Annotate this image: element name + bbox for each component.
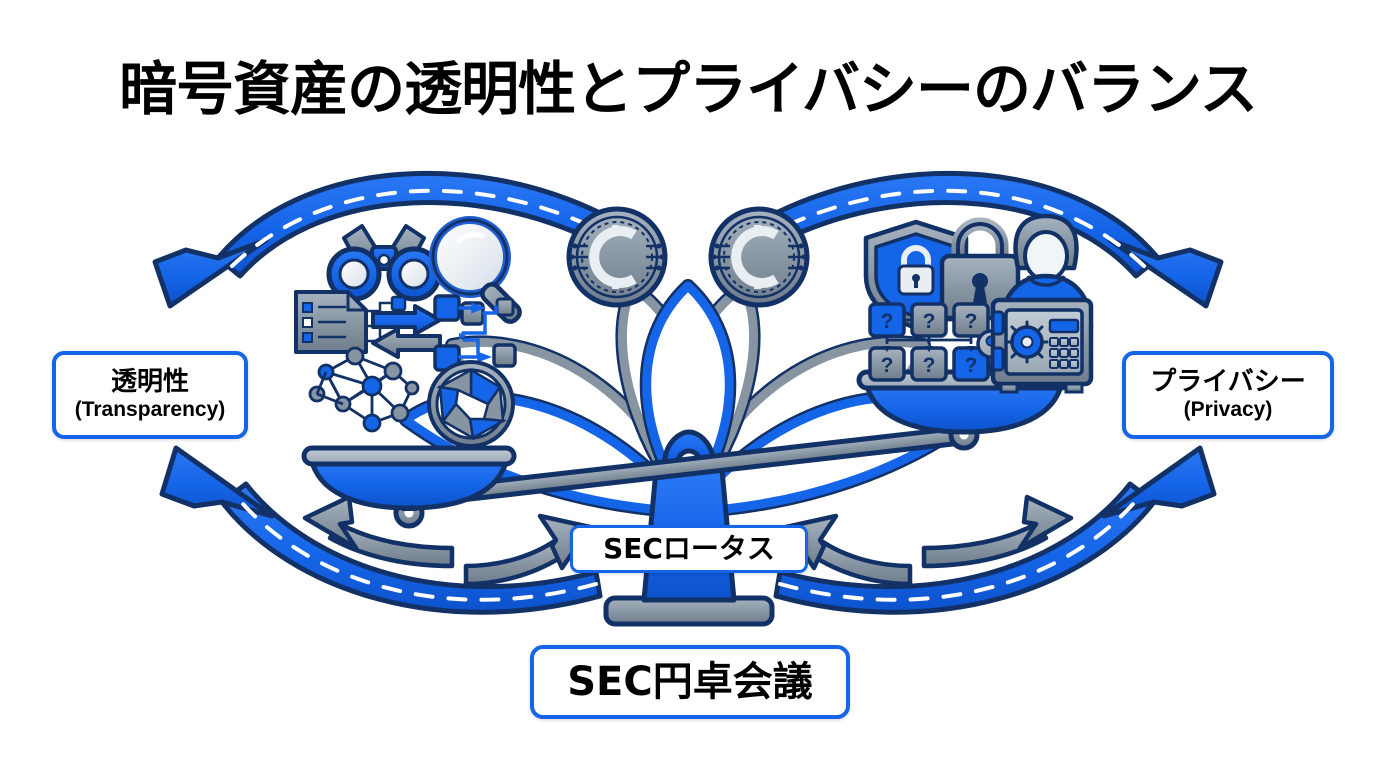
document-checklist-icon	[294, 290, 407, 354]
arrow-inner-right-return	[921, 494, 1074, 569]
arrow-outer-bottom-right	[773, 445, 1217, 615]
svg-text:?: ?	[923, 354, 936, 377]
arrow-inner-left	[302, 494, 455, 569]
question-blocks-icon: ? ? ? ? ? ?	[868, 302, 990, 382]
svg-text:?: ?	[881, 310, 894, 333]
privacy-label-jp: プライバシー	[1150, 366, 1306, 397]
inner-cycle-arrows	[302, 494, 1074, 587]
sec-lotus-label[interactable]: SECロータス	[570, 525, 808, 573]
outer-cycle-arrows	[152, 170, 1224, 615]
page-title: 暗号資産の透明性とプライバシーのバランス	[119, 55, 1258, 123]
crypto-coin-right-icon	[708, 206, 810, 308]
transparency-icon-cluster	[294, 216, 522, 448]
sec-lotus-label-jp: SECロータス	[603, 532, 775, 566]
network-graph-icon	[308, 346, 420, 433]
svg-text:?: ?	[881, 354, 894, 377]
transparency-label[interactable]: 透明性 (Transparency)	[52, 351, 248, 439]
transparency-label-jp: 透明性	[110, 366, 189, 397]
transparency-label-en: (Transparency)	[74, 398, 226, 422]
arrow-left-icon	[371, 327, 442, 359]
magnifier-icon	[429, 216, 522, 324]
sec-roundtable-label-jp: SEC円卓会議	[567, 659, 813, 705]
arrow-outer-top-right	[773, 170, 1224, 309]
sec-roundtable-label[interactable]: SEC円卓会議	[530, 645, 850, 719]
shield-lock-icon	[863, 219, 969, 331]
crypto-coin-left-icon	[566, 206, 668, 308]
arrow-outer-bottom-left	[159, 445, 603, 615]
flowchart-icon	[433, 294, 517, 372]
aperture-icon	[427, 360, 515, 448]
privacy-label-en: (Privacy)	[1183, 398, 1273, 422]
arrow-right-icon	[371, 304, 442, 336]
scale-pan-left	[301, 445, 517, 529]
svg-text:?: ?	[923, 310, 936, 333]
privacy-icon-cluster: ? ? ? ? ? ?	[863, 213, 1094, 394]
svg-text:?: ?	[965, 354, 978, 377]
arrow-outer-top-left	[152, 170, 603, 309]
binoculars-icon	[326, 224, 442, 302]
safe-vault-icon	[990, 297, 1094, 394]
privacy-label[interactable]: プライバシー (Privacy)	[1122, 351, 1334, 439]
svg-text:?: ?	[965, 310, 978, 333]
